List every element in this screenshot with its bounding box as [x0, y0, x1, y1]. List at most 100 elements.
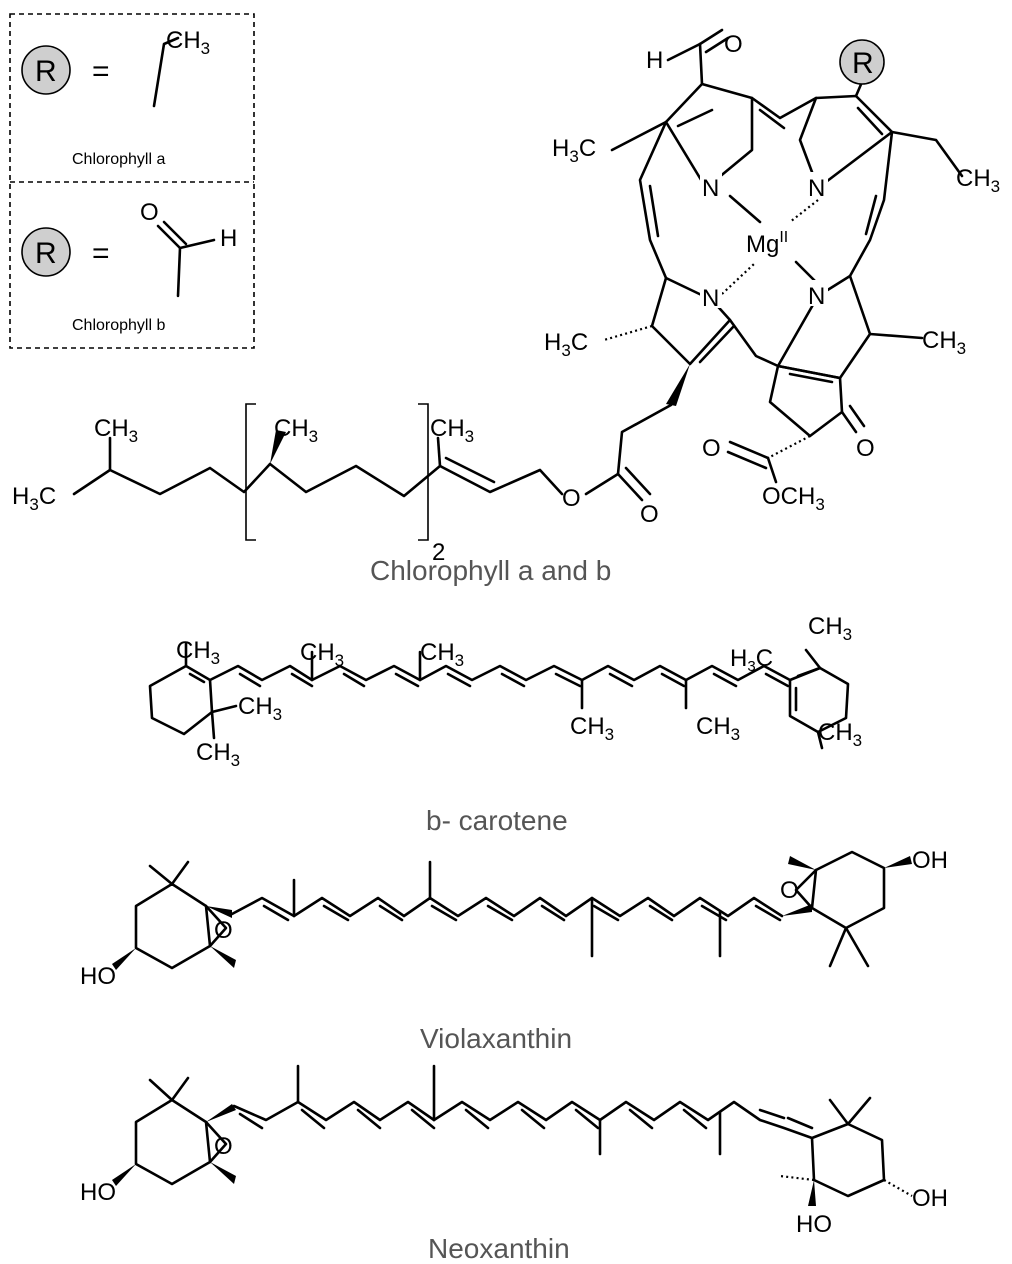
ester-o-atom-carbonyl: O — [640, 501, 659, 528]
carotene-right-gem-methyl-1 — [804, 648, 822, 670]
neo-right-oh-hashed — [883, 1179, 913, 1197]
viola-left-gem-1 — [148, 864, 174, 886]
neo-ring-right — [810, 1122, 886, 1198]
ch3-phytyl-2: CH3 — [274, 415, 318, 446]
carotene-left-gem-methyl-1 — [210, 704, 238, 714]
r-circle-a — [21, 45, 71, 95]
carotene-db-2 — [290, 672, 314, 688]
n-mg-bond-1 — [728, 194, 762, 224]
viola-ring-right — [810, 850, 886, 930]
carotene-right-gem-methyl-2 — [796, 666, 822, 678]
carotene-ch3-7: CH3 — [696, 713, 740, 744]
viola-db-6 — [540, 904, 566, 922]
repeat-bracket-left — [245, 403, 256, 541]
r-label-core: R — [852, 47, 874, 80]
carotene-db-10 — [712, 672, 738, 688]
neo-right-gem-1 — [828, 1098, 850, 1126]
methyl-bond-a — [152, 36, 180, 108]
viola-epoxide-left — [204, 904, 228, 948]
viola-right-gem-1 — [828, 926, 848, 968]
neo-db-3 — [356, 1108, 382, 1130]
ester-o-link — [584, 472, 620, 496]
methyl-hashed-ring-d — [603, 324, 653, 342]
n-mg-dative-2 — [789, 199, 819, 223]
ester-o-atom-link: O — [562, 485, 581, 512]
viola-left-chain-wedge — [206, 906, 232, 918]
double-bond-meso-right — [864, 194, 878, 236]
mg-oxidation: II — [779, 229, 788, 246]
carotene-db-5 — [446, 672, 472, 688]
ch3-label-a: CH3 — [166, 27, 210, 58]
pyrrole-ring-c — [776, 274, 872, 380]
r-label-a: R — [35, 55, 57, 88]
viola-db-9 — [700, 904, 728, 922]
meso-bridge-bottom — [728, 318, 780, 368]
double-bond-ring-b — [856, 106, 884, 136]
pyrrole-ring-d — [650, 276, 732, 366]
formyl-o-label: O — [140, 199, 159, 226]
carotene-polyene-chain — [208, 664, 792, 682]
n-bg-b — [806, 172, 828, 198]
pyrrole-ring-b — [798, 94, 894, 190]
meso-bridge-left — [638, 120, 668, 280]
violaxanthin-structure: O O HO OH Violaxanthin — [80, 847, 948, 1054]
n-atom-c: N — [808, 283, 825, 310]
ester-co-bond-2 — [726, 450, 768, 470]
neo-db-6 — [520, 1108, 546, 1130]
r-group-legend: R = CH3 Chlorophyll a R = O H Chlorophyl… — [9, 13, 255, 349]
n-bg-a — [700, 172, 722, 198]
carotene-db-1 — [238, 672, 262, 688]
carotene-right-methyl — [816, 730, 824, 750]
neo-db-5 — [464, 1108, 490, 1130]
chlorophyll-a-label: Chlorophyll a — [72, 151, 165, 168]
neo-polyene-chain — [232, 1100, 814, 1140]
carotene-db-8 — [608, 672, 634, 688]
formyl-o-bond-1 — [698, 28, 724, 46]
phytyl-methyl-wedge — [270, 430, 286, 464]
viola-polyene-chain — [230, 896, 784, 918]
carotene-ch3-9: CH3 — [818, 719, 862, 750]
ester-carbonyl-2 — [624, 466, 652, 496]
double-bond-ring-d — [698, 324, 736, 364]
n-bg-d — [700, 282, 722, 308]
ester-o-atom-double: O — [702, 435, 721, 462]
phytyl-terminal-chain — [72, 462, 272, 496]
r-label-b: R — [35, 237, 57, 270]
neo-ho-right: HO — [796, 1211, 832, 1238]
phytyl-methyl — [436, 436, 442, 468]
neo-db-4 — [410, 1108, 436, 1130]
ketone-bond-2 — [848, 404, 866, 428]
formyl-double-bond-1 — [156, 224, 182, 250]
carotene-left-gem-methyl-2 — [210, 710, 216, 740]
pyrrole-ring-a — [664, 82, 754, 190]
viola-o-right: O — [780, 877, 799, 904]
carotene-db-6 — [500, 672, 526, 688]
repeat-bracket-right — [418, 403, 429, 541]
viola-db-7 — [592, 904, 620, 922]
r-circle-core — [839, 39, 885, 85]
carotene-ch3-5: CH3 — [420, 639, 464, 670]
n-mg-dative-3 — [721, 263, 755, 295]
viola-db-5 — [486, 904, 514, 922]
carotene-db-4 — [394, 672, 420, 688]
double-bond-ring-c — [788, 372, 834, 384]
neo-db-9 — [682, 1108, 708, 1130]
n-atom-a: N — [702, 175, 719, 202]
viola-o-left: O — [214, 917, 233, 944]
propionate-chain — [616, 403, 673, 476]
viola-epoxide-right — [794, 868, 818, 910]
carotene-h3c: H3C — [730, 645, 773, 675]
neo-ring-left — [134, 1098, 212, 1186]
neo-db-7 — [574, 1108, 600, 1130]
neo-oh-right: OH — [912, 1185, 948, 1212]
viola-left-methyl-wedge — [210, 946, 236, 968]
ester-carbonyl-1 — [616, 472, 644, 502]
carotene-db-9 — [660, 672, 686, 688]
carotene-ch3-6: CH3 — [570, 713, 614, 744]
neo-db-2 — [300, 1108, 326, 1130]
viola-db-1 — [262, 904, 290, 922]
phytyl-allyl — [438, 464, 564, 496]
viola-db-3 — [378, 904, 404, 922]
propionate-wedge — [666, 364, 690, 406]
viola-db-4 — [430, 904, 458, 922]
